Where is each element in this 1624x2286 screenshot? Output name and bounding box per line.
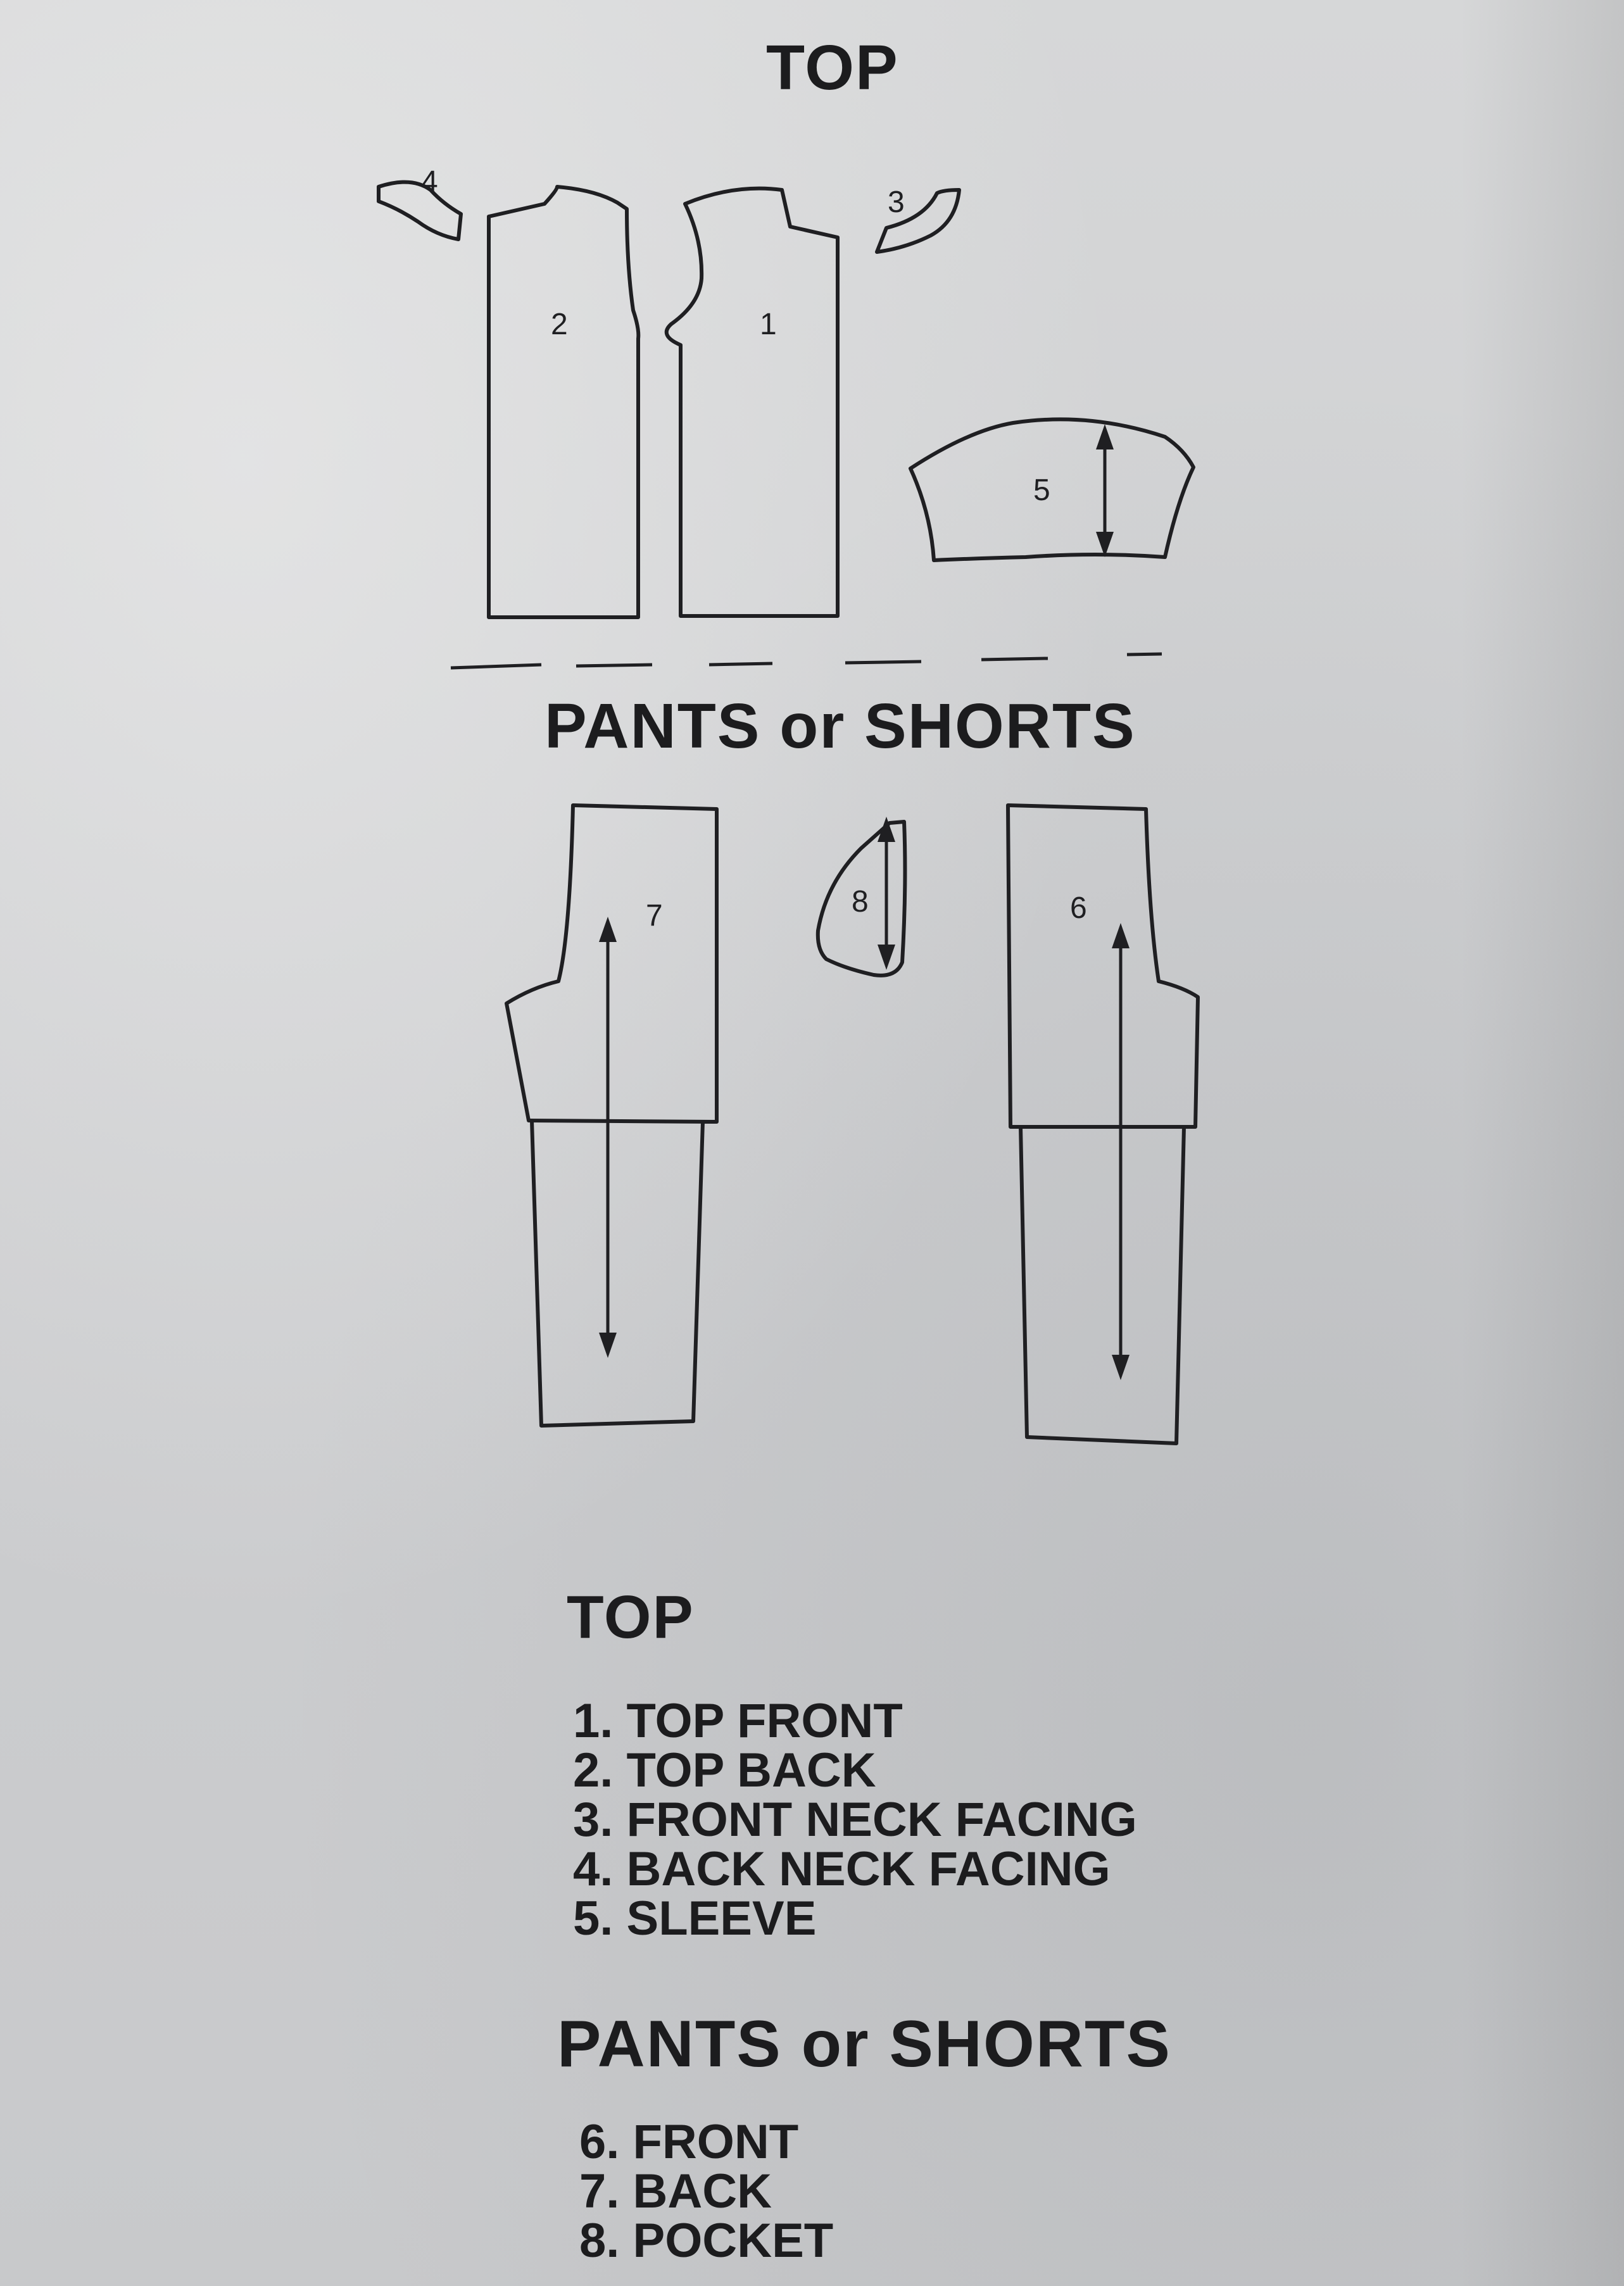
- legend-item: 2. TOP BACK: [573, 1743, 876, 1797]
- piece-4-number: 4: [421, 165, 438, 199]
- piece-7-knee-line: [528, 1119, 716, 1124]
- legend-item: 5. SLEEVE: [573, 1892, 817, 1945]
- piece-5-number: 5: [1033, 474, 1050, 507]
- legend-item: 6. FRONT: [579, 2115, 799, 2169]
- legend-item: 8. POCKET: [579, 2214, 834, 2268]
- piece-6-pants-front: [1006, 803, 1200, 1445]
- piece-8-pocket: [815, 820, 907, 977]
- piece-1-number: 1: [760, 308, 777, 341]
- piece-8-number: 8: [852, 885, 869, 919]
- legend-pants-title: PANTS or SHORTS: [557, 2007, 1171, 2081]
- piece-7-number: 7: [646, 899, 663, 933]
- pants-heading: PANTS or SHORTS: [544, 691, 1136, 762]
- piece-3-front-neck-facing: [875, 188, 961, 254]
- piece-2-top-back: [487, 185, 641, 619]
- piece-5-sleeve: [909, 417, 1195, 562]
- legend-top-title: TOP: [567, 1583, 695, 1651]
- piece-2-number: 2: [551, 308, 568, 341]
- legend-item: 1. TOP FRONT: [573, 1694, 903, 1748]
- piece-6-number: 6: [1070, 891, 1087, 925]
- legend-top-list: 1. TOP FRONT 2. TOP BACK 3. FRONT NECK F…: [573, 1697, 1137, 1944]
- piece-3-number: 3: [888, 185, 905, 219]
- piece-7-pants-back: [505, 803, 719, 1428]
- piece-1-top-front: [664, 186, 840, 618]
- legend-pants-list: 6. FRONT 7. BACK 8. POCKET: [579, 2118, 833, 2266]
- legend-item: 7. BACK: [579, 2164, 772, 2218]
- legend-item: 3. FRONT NECK FACING: [573, 1793, 1137, 1847]
- legend-item: 4. BACK NECK FACING: [573, 1842, 1111, 1896]
- piece-4-back-neck-facing: [377, 180, 463, 241]
- top-heading: TOP: [766, 32, 899, 103]
- section-divider: [450, 652, 1162, 670]
